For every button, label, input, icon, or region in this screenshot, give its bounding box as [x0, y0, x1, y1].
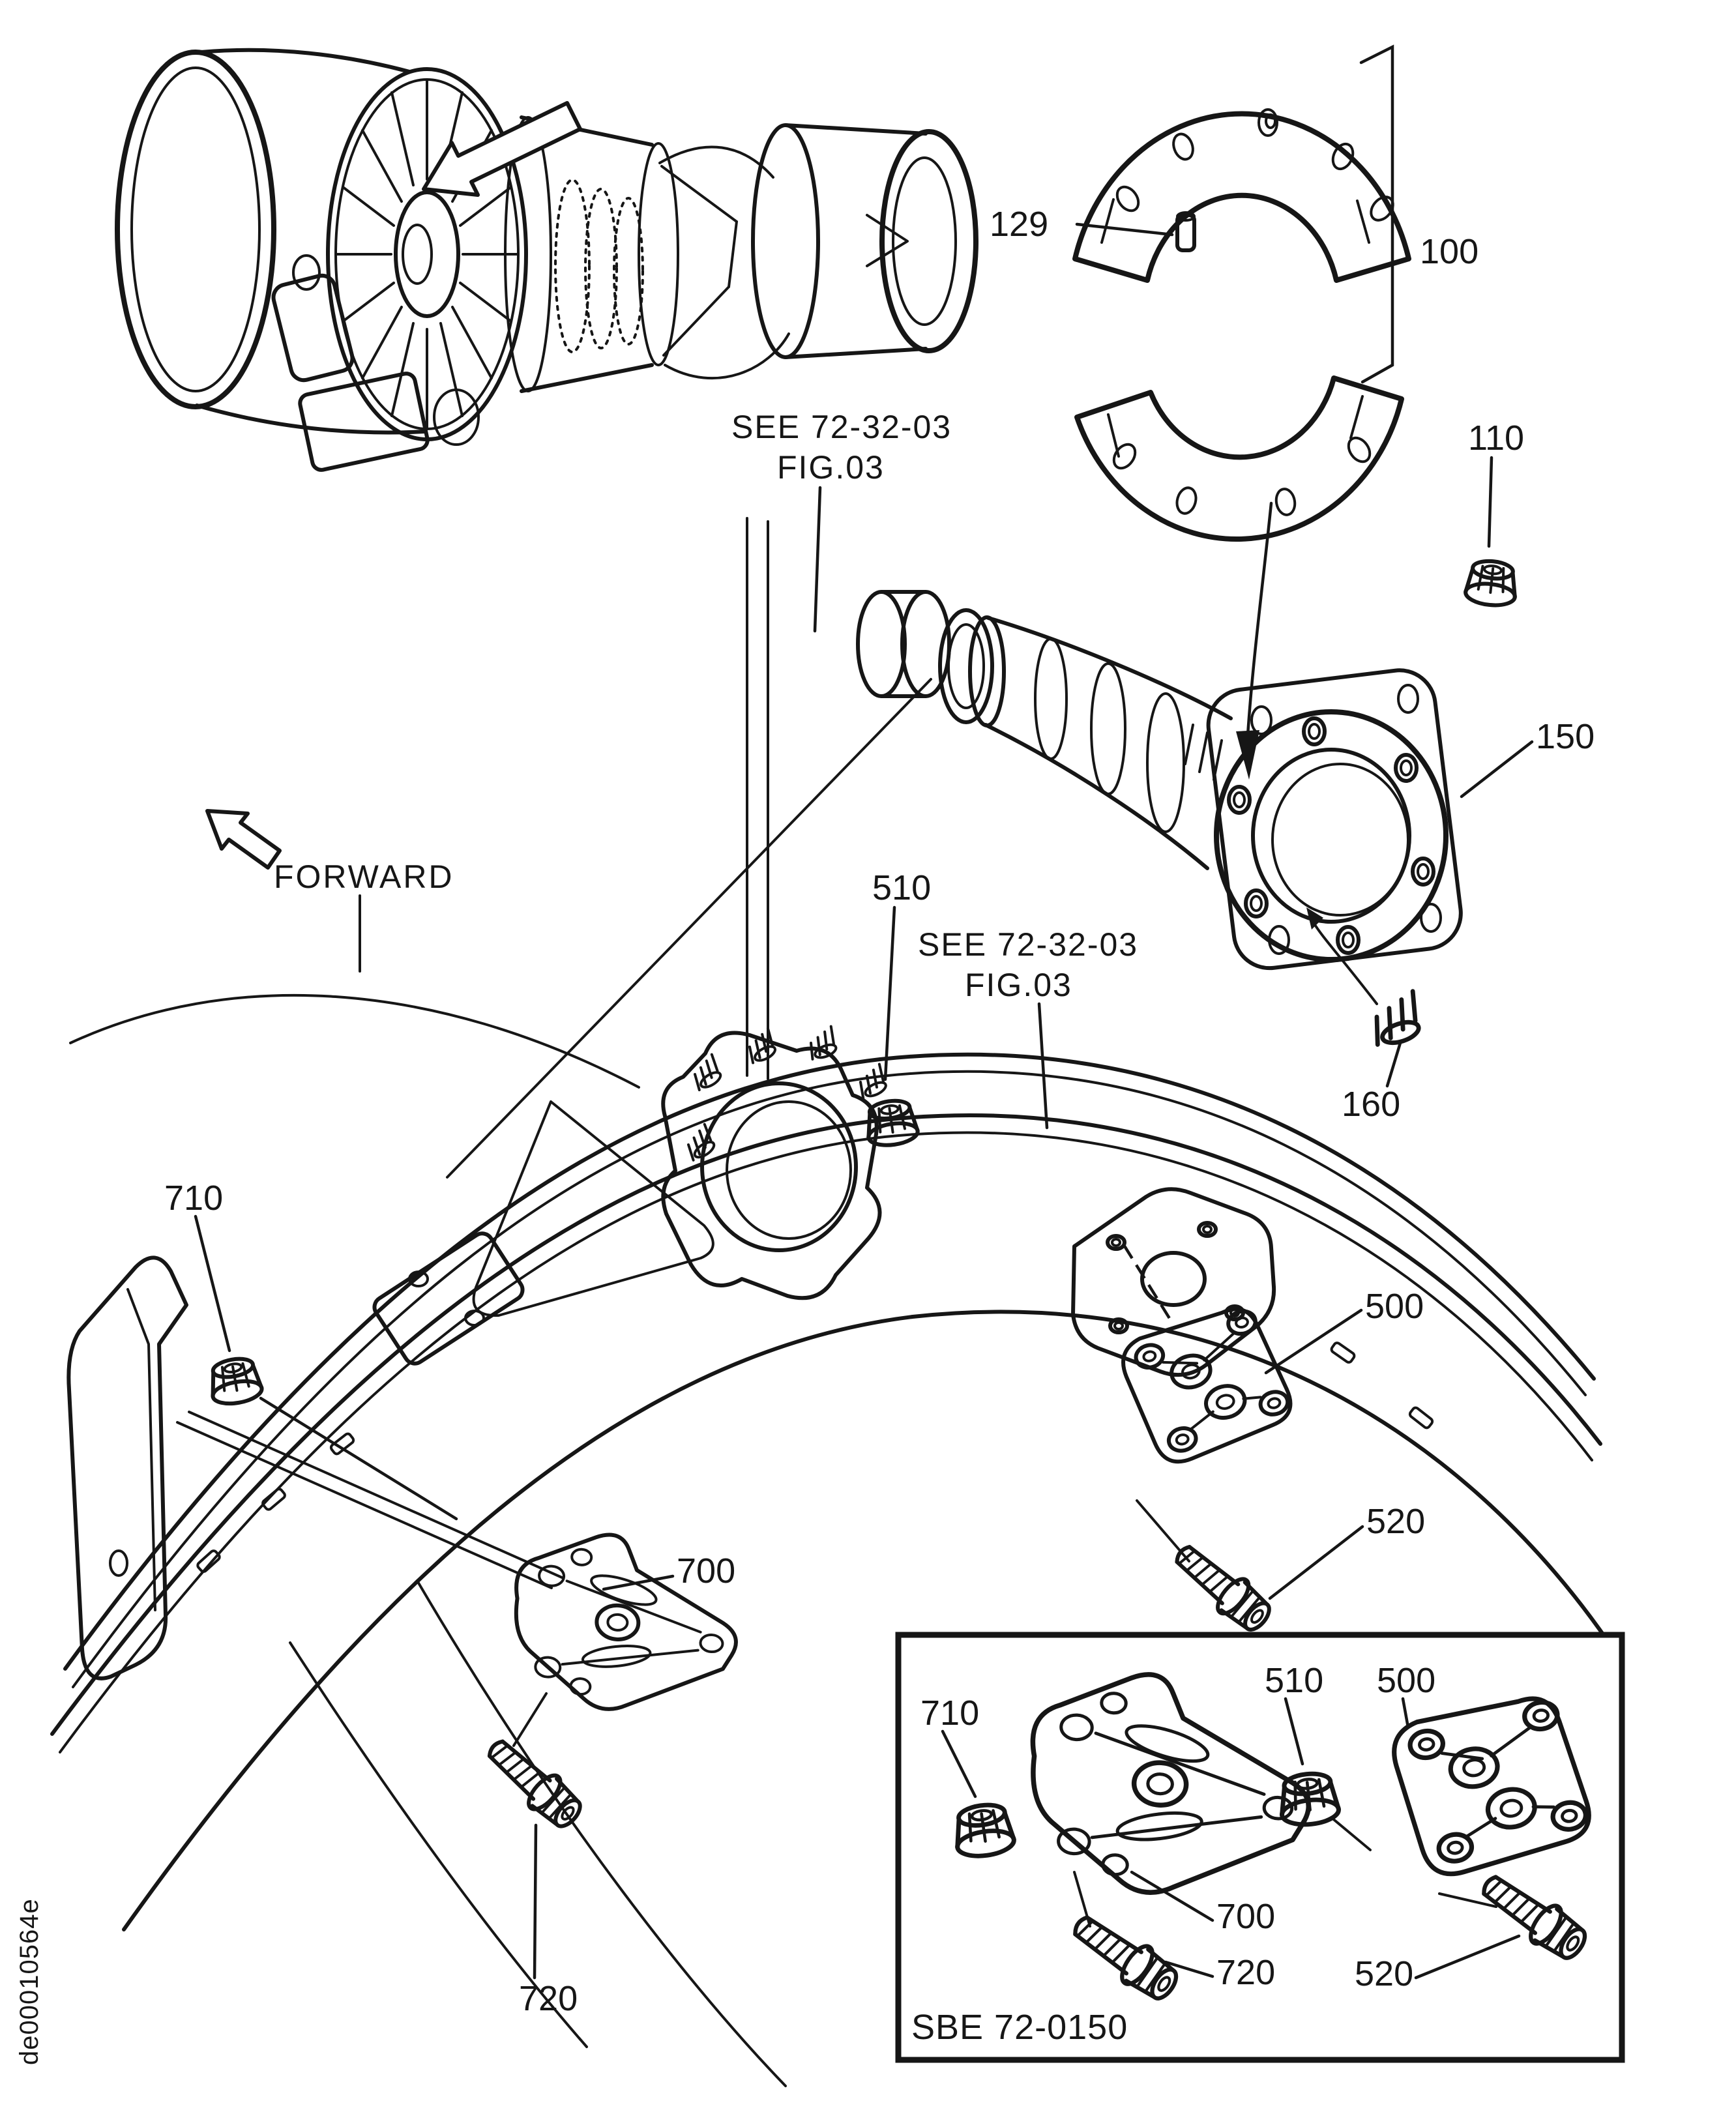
- see-reference-top: SEE 72-32-03 FIG.03: [731, 409, 952, 486]
- callout-100: 100: [1420, 232, 1479, 271]
- callout-500: 500: [1365, 1287, 1424, 1326]
- leader-129: [1075, 222, 1174, 237]
- clamp-upper-half: [1072, 108, 1411, 283]
- leader-510: [883, 905, 896, 1081]
- stud-mounting-pad: [661, 1025, 890, 1300]
- ref-top-line1: SEE 72-32-03: [731, 409, 952, 445]
- install-arrow-100: [1246, 501, 1273, 737]
- drawing-code: de00010564e: [15, 1898, 44, 2065]
- alignment-line-720: [512, 1692, 548, 1747]
- drive-shaft-assembly: [813, 456, 1534, 1088]
- engine-overview-drawing: [115, 48, 978, 472]
- forward-indicator: FORWARD: [205, 809, 454, 895]
- forward-label: FORWARD: [274, 858, 454, 895]
- callout-510: 510: [872, 868, 931, 907]
- inset-callout-520: 520: [1355, 1954, 1413, 1993]
- flat-mounting-plate: [1071, 1187, 1276, 1377]
- shaft-body: [968, 615, 1233, 870]
- mount-pad-500-main: [1116, 1301, 1298, 1638]
- nut-110: [1465, 559, 1519, 608]
- inset-bracket-700: [952, 1669, 1316, 2007]
- inset-callout-500: 500: [1377, 1661, 1435, 1700]
- small-bracket-plate: [372, 1231, 525, 1366]
- bolt-520: [1167, 1536, 1277, 1638]
- forward-arrow-icon: [205, 809, 282, 870]
- inset-callout-700: 700: [1216, 1897, 1275, 1936]
- inset-caption: SBE 72-0150: [911, 2008, 1128, 2047]
- exhaust-nozzle: [751, 123, 978, 359]
- install-arrow-160: [1312, 920, 1378, 1005]
- callout-700: 700: [677, 1551, 735, 1591]
- leader-700: [602, 1574, 675, 1591]
- install-arrowhead-100: [1236, 730, 1259, 780]
- pin-129: [1175, 211, 1196, 252]
- projection-lines: [69, 517, 932, 1179]
- nut-710: [207, 1355, 263, 1407]
- flange-bolt-holes: [1227, 716, 1435, 955]
- ref-mid-line1: SEE 72-32-03: [918, 926, 1138, 963]
- callout-160: 160: [1342, 1085, 1400, 1124]
- leader-110: [1487, 456, 1493, 548]
- sleeve-and-ring: [856, 590, 994, 724]
- alignment-line-500: [1123, 1244, 1175, 1326]
- fan-case-arc: [50, 1052, 1611, 2087]
- inset-callout-720: 720: [1216, 1953, 1275, 1992]
- leader-ref-mid: [1037, 1002, 1049, 1130]
- accessory-units: [271, 254, 480, 472]
- inset-callout-710: 710: [920, 1694, 979, 1733]
- clamp-lower-half: [1074, 375, 1404, 542]
- callout-150: 150: [1536, 717, 1595, 756]
- leader-160: [1385, 1041, 1402, 1088]
- leader-520: [1268, 1525, 1364, 1600]
- bolt-720: [479, 1731, 588, 1834]
- case-cutout: [472, 1100, 714, 1317]
- inset-callout-510: 510: [1265, 1661, 1323, 1700]
- callout-129: 129: [990, 205, 1048, 244]
- callout-110: 110: [1468, 418, 1524, 458]
- left-case-bracket: [66, 1255, 563, 1680]
- bracket-700-main: [479, 1529, 743, 1834]
- leader-ref-top: [813, 486, 822, 633]
- flange-150: [1206, 668, 1463, 971]
- callout-520: 520: [1366, 1502, 1425, 1541]
- mount-location-arrow-icon: [422, 101, 582, 197]
- main-callouts: 129 100 110 150 510 160 710 500 520 700 …: [164, 205, 1595, 2018]
- leader-720: [533, 1823, 538, 1980]
- ref-top-line2: FIG.03: [777, 449, 885, 486]
- inset-detail-box: 710 510 500 700 720 520 SBE 72-0150: [895, 1632, 1625, 2063]
- flange-slots: [196, 1342, 1434, 1573]
- leader-500: [1264, 1308, 1363, 1375]
- callout-720: 720: [519, 1979, 578, 2018]
- see-reference-mid: SEE 72-32-03 FIG.03: [918, 926, 1138, 1003]
- fan-blades: [334, 78, 520, 430]
- leader-710-nut-hole: [259, 1396, 458, 1521]
- leader-710: [194, 1214, 231, 1353]
- bracket-100: [1359, 44, 1394, 384]
- inset-callouts: 710 510 500 700 720 520: [920, 1661, 1521, 1993]
- ref-mid-line2: FIG.03: [965, 967, 1072, 1003]
- inset-pad-500: [1278, 1693, 1595, 1967]
- engine-core: [504, 115, 790, 393]
- callout-710: 710: [164, 1179, 223, 1218]
- install-arrowhead-160: [1306, 907, 1323, 930]
- leader-150: [1460, 740, 1534, 799]
